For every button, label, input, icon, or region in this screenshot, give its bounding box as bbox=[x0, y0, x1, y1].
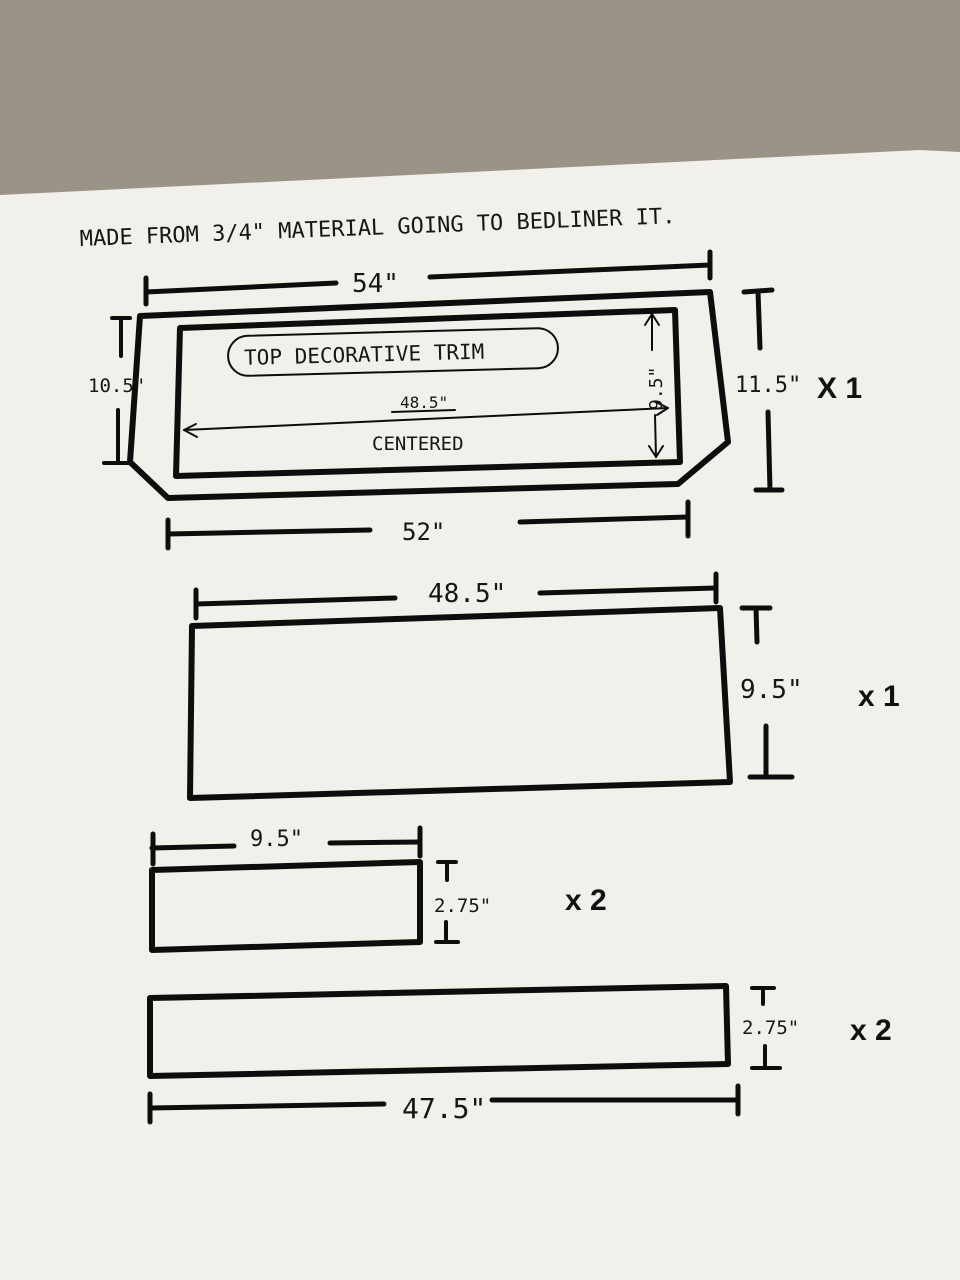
inner-centered-note: CENTERED bbox=[372, 433, 464, 455]
inner-width-label: 48.5" bbox=[400, 393, 448, 412]
panel-width-label: 48.5" bbox=[428, 579, 506, 609]
inner-width-arrow bbox=[183, 407, 669, 431]
panel-width-line-right bbox=[537, 585, 719, 596]
panel-quantity: x 1 bbox=[858, 680, 900, 713]
panel-width-line-left bbox=[193, 595, 398, 607]
dim-11-5-stem-bottom bbox=[765, 409, 773, 493]
strip-width-label: 47.5" bbox=[402, 1092, 486, 1125]
end-width-label: 9.5" bbox=[250, 827, 303, 852]
top-inner-outline bbox=[173, 307, 683, 479]
inner-height-arrow-bottom bbox=[654, 414, 657, 458]
part-end-piece: 9.5" 2.75" x 2 bbox=[149, 825, 607, 953]
long-strip-outline bbox=[147, 983, 731, 1079]
dim-11-5-stem-top bbox=[755, 288, 763, 351]
top-quantity: X 1 bbox=[817, 372, 862, 405]
end-piece-outline bbox=[149, 859, 423, 953]
dim-54-line-right bbox=[427, 262, 713, 280]
dim-52-line-left bbox=[165, 527, 373, 537]
dim-10-5-label: 10.5" bbox=[88, 375, 145, 397]
trim-label-oval bbox=[227, 327, 559, 377]
dim-54-label: 54" bbox=[352, 269, 399, 299]
dim-52-label: 52" bbox=[402, 518, 445, 546]
end-piece-quantity: x 2 bbox=[565, 884, 607, 917]
strip-width-line-left bbox=[147, 1101, 387, 1111]
end-width-line-left bbox=[149, 843, 237, 851]
part-top: 54" 10.5" TOP DECORATIVE TRIM 48.5" CENT… bbox=[88, 249, 862, 551]
inner-height-label: 9.5" bbox=[646, 367, 667, 410]
part-long-strip: 2.75" x 2 47.5" bbox=[147, 983, 892, 1125]
inner-width-underline bbox=[391, 409, 456, 413]
dim-11-5-label: 11.5" bbox=[735, 373, 801, 398]
strip-height-label: 2.75" bbox=[742, 1017, 799, 1039]
inner-width-arrowhead-left bbox=[183, 423, 198, 438]
panel-outline bbox=[187, 605, 733, 801]
inner-height-arrowhead-bottom bbox=[648, 445, 664, 458]
inner-width-arrowhead-right bbox=[655, 401, 669, 416]
dim-52-line-right bbox=[517, 514, 691, 525]
top-outer-outline bbox=[127, 289, 731, 501]
inner-height-arrowhead-top bbox=[644, 313, 660, 326]
end-height-label: 2.75" bbox=[434, 895, 491, 917]
part-panel: 48.5" 9.5" x 1 bbox=[187, 571, 900, 801]
panel-height-stem-top bbox=[753, 605, 760, 645]
panel-height-label: 9.5" bbox=[740, 675, 803, 705]
end-width-line-right bbox=[327, 839, 423, 846]
dim-54-line-left bbox=[143, 280, 339, 295]
strip-quantity: x 2 bbox=[850, 1014, 892, 1047]
